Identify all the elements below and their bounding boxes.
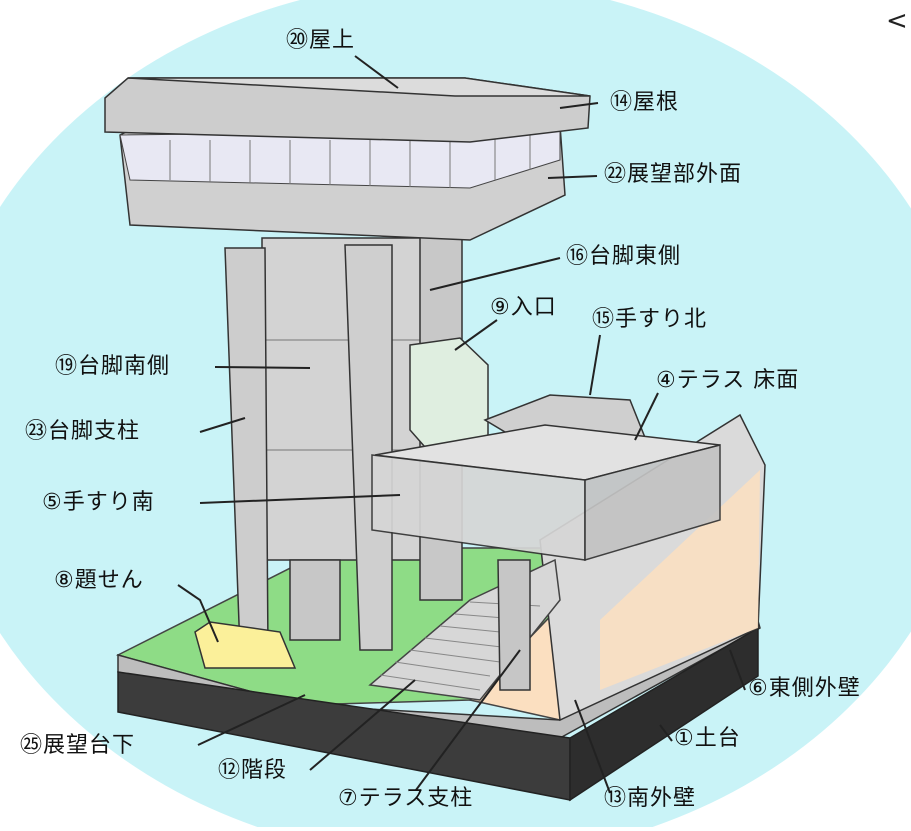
label-leg-pillar: ㉓台脚支柱 [25,419,141,444]
label-signboard: ⑧題せん [54,568,144,593]
label-roof: ⑭屋根 [610,90,680,115]
label-terrace-floor: ④テラス 床面 [656,368,800,393]
under-deck-pillar [289,559,341,641]
label-east-outer-wall: ⑥東側外壁 [748,676,861,701]
east-wall-peach-patch [600,470,760,690]
label-terrace-pillar: ⑦テラス支柱 [338,786,474,811]
label-under-observation-deck: ㉕展望台下 [20,733,136,758]
label-handrail-north: ⑮手すり北 [592,307,708,332]
label-observation-exterior: ㉒展望部外面 [604,162,743,187]
label-rooftop: ⑳屋上 [286,28,356,53]
label-stairs: ⑫階段 [218,758,288,783]
roof-top [127,77,591,97]
corner-mark: < [886,6,908,36]
middle-pillar [344,244,393,651]
label-entrance: ⑨入口 [490,295,557,320]
label-south-outer-wall: ⑬南外壁 [604,786,697,811]
base-east-face [569,626,759,802]
signboard [194,621,297,669]
terrace-side [584,444,721,562]
terrace-pillar [497,559,531,691]
label-handrail-south: ⑤手すり南 [42,490,155,515]
label-foundation: ①土台 [674,726,741,751]
label-leg-south: ⑲台脚南側 [55,354,171,379]
leader-lines [177,55,746,794]
label-leg-east: ⑯台脚東側 [566,244,682,269]
